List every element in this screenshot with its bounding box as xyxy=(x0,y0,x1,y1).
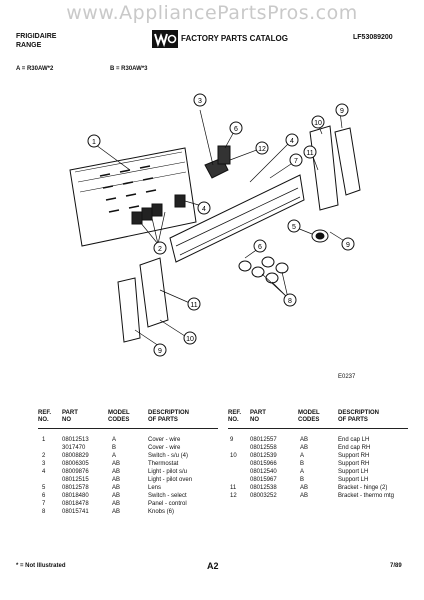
wire-cover-part xyxy=(69,147,197,247)
watermark: www.AppliancePartsPros.com xyxy=(66,2,358,24)
catalog-number: LF53089200 xyxy=(353,34,393,41)
product-label: RANGE xyxy=(16,42,42,49)
callout-2: 2 xyxy=(158,246,162,253)
header-rule-left xyxy=(38,428,218,429)
callout-9a: 9 xyxy=(340,108,344,115)
callout-7: 7 xyxy=(294,158,298,165)
selector-switch-part xyxy=(217,145,231,165)
callout-11a: 11 xyxy=(306,150,313,157)
ref-no-header: REF.NO. xyxy=(38,410,52,423)
end-cap-rh-part xyxy=(334,127,361,196)
revision-date: 7/89 xyxy=(390,563,402,569)
knobs-part xyxy=(238,256,289,284)
callout-10b: 10 xyxy=(186,336,194,343)
end-cap-lh-part xyxy=(117,277,141,343)
callout-11b: 11 xyxy=(190,302,197,309)
callout-6a: 6 xyxy=(234,126,238,133)
header-rule-right xyxy=(228,428,408,429)
callout-1: 1 xyxy=(92,139,96,146)
callout-4b: 4 xyxy=(290,138,294,145)
support-rh-part xyxy=(309,125,339,211)
wci-logo xyxy=(152,30,178,48)
callout-9c: 9 xyxy=(158,348,162,355)
callout-8: 8 xyxy=(288,298,292,305)
callout-10a: 10 xyxy=(314,120,322,127)
diagram-code: E0237 xyxy=(338,374,356,380)
page-number: A2 xyxy=(207,561,219,571)
callout-12: 12 xyxy=(258,146,266,153)
not-illustrated-note: * = Not Illustrated xyxy=(16,563,66,569)
catalog-title: FACTORY PARTS CATALOG xyxy=(181,34,288,43)
callout-4a: 4 xyxy=(202,206,206,213)
brand-label: FRIGIDAIRE xyxy=(16,33,57,40)
callout-markers: 1 2 3 4 4 5 6 6 7 8 9 9 9 10 10 11 11 12 xyxy=(87,93,355,357)
callout-9b: 9 xyxy=(346,242,350,249)
support-lh-part xyxy=(139,257,169,328)
callout-3: 3 xyxy=(198,98,202,105)
ref-no-header-right: REF.NO. xyxy=(228,410,242,423)
callout-6b: 6 xyxy=(258,244,262,251)
model-b-label: B = R30AW*3 xyxy=(110,66,148,72)
control-panel-part xyxy=(169,174,305,263)
callout-5: 5 xyxy=(292,224,296,231)
model-a-label: A = R30AW*2 xyxy=(16,66,54,72)
